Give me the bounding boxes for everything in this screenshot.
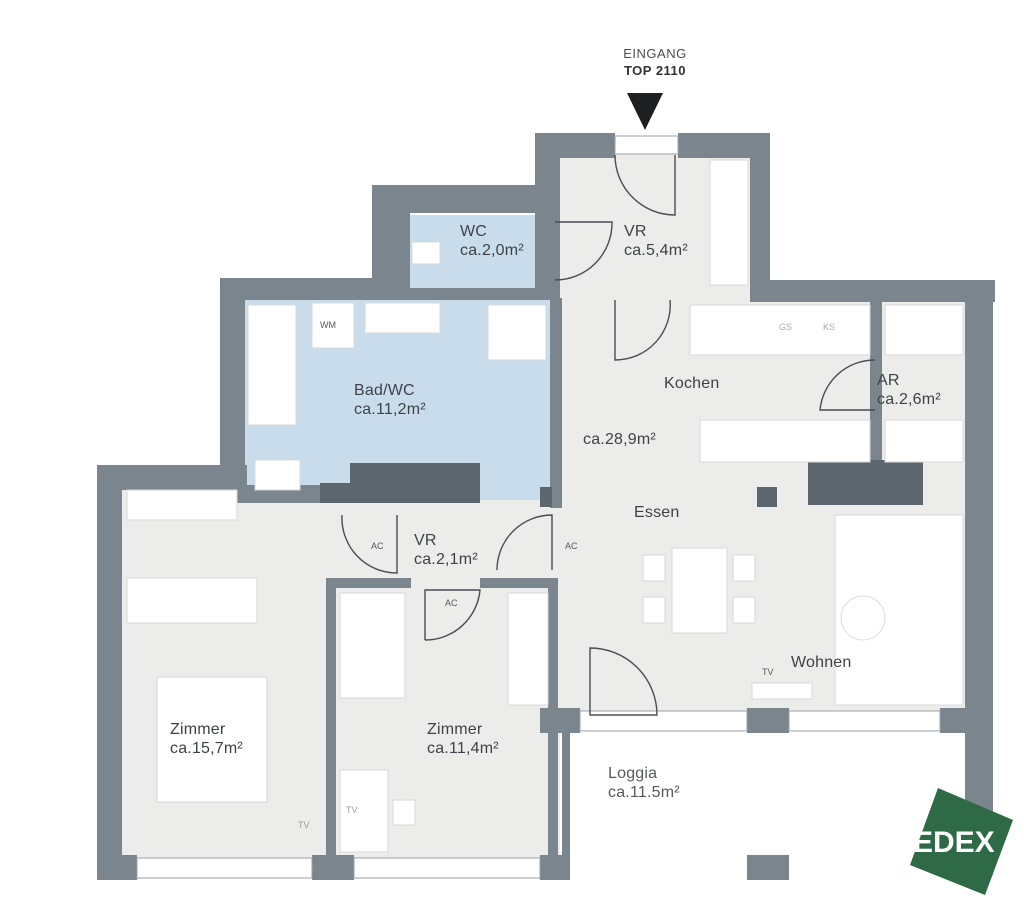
dishwasher-label: GS: [779, 322, 793, 332]
wardrobe-1: [126, 489, 238, 521]
washing-machine-label: WM: [320, 320, 336, 330]
kitchen-living-area: ca.28,9m²: [583, 431, 656, 448]
logo-badge: [910, 788, 1013, 895]
storage-shelf-2: [884, 419, 964, 463]
dining-table: [671, 547, 728, 634]
chair: [392, 799, 416, 826]
wardrobe-2: [126, 577, 258, 624]
washing-machine: [311, 302, 355, 349]
wc-toilet: [411, 241, 441, 265]
double-bed: [156, 676, 268, 803]
windows: [136, 135, 941, 879]
ac-label-3: AC: [445, 598, 458, 608]
loggia-floor: [565, 735, 965, 860]
shower: [487, 304, 547, 361]
ac-label-2: AC: [565, 541, 578, 551]
walls: [97, 133, 995, 880]
ac-label-1: AC: [371, 541, 384, 551]
door-swings: [341, 154, 876, 716]
furniture: [126, 159, 964, 853]
room-dining: Essen: [634, 504, 680, 521]
wardrobe: [709, 159, 749, 286]
tv-label-living: TV: [762, 667, 774, 677]
tv-board: [751, 682, 813, 700]
entrance-arrow-icon: [627, 93, 663, 130]
storage-shelf: [884, 304, 964, 356]
room-kitchen: Kochen: [664, 375, 720, 392]
sink: [364, 302, 441, 334]
tv-label-bedroom-1: TV: [298, 820, 310, 830]
entrance-label: EINGANG: [623, 46, 687, 61]
tv-label-bedroom-2: TV: [346, 805, 358, 815]
desk: [339, 769, 389, 853]
wardrobe-3: [507, 592, 549, 706]
kitchen-island: [699, 419, 871, 463]
unit-number: TOP 2110: [623, 63, 687, 78]
kitchen-counter: [689, 304, 871, 356]
single-bed: [339, 592, 406, 699]
fridge-label: KS: [823, 322, 836, 332]
room-living: Wohnen: [791, 654, 852, 671]
dark-blocks: [320, 460, 923, 507]
coffee-table: [840, 595, 886, 641]
toilet: [254, 459, 301, 491]
bathtub: [247, 304, 297, 426]
logo-text: EDEX: [913, 826, 995, 859]
